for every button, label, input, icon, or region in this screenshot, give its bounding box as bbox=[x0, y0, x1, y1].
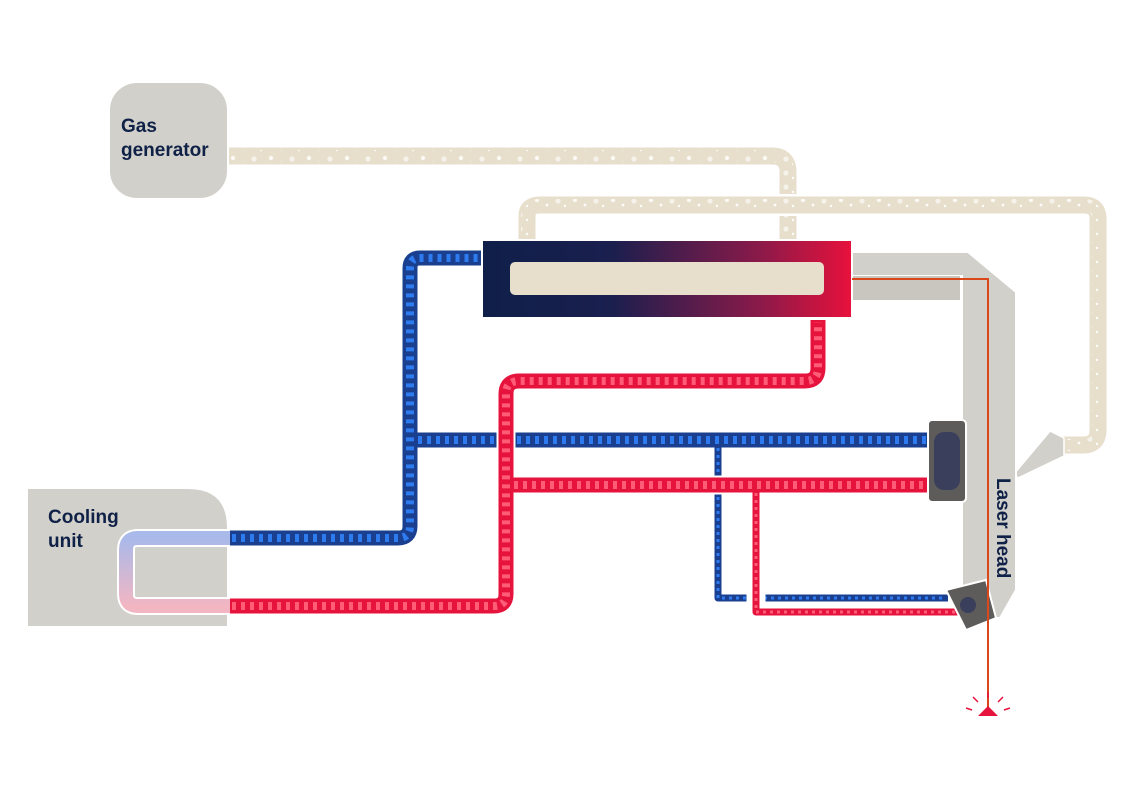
beam-splash-icon bbox=[965, 692, 1011, 716]
mirror-block-lower bbox=[944, 578, 998, 632]
cooling-unit-label-text: Cooling unit bbox=[48, 507, 119, 552]
gas-generator-label: Gas generator bbox=[121, 115, 209, 163]
gas-generator-label-text: Gas generator bbox=[121, 116, 209, 161]
gas-nozzle bbox=[1013, 430, 1065, 479]
laser-head-label-text: Laser head bbox=[992, 478, 1013, 579]
laser-head-label: Laser head bbox=[990, 478, 1014, 578]
laser-beam bbox=[852, 278, 989, 712]
gas-generator-block bbox=[108, 81, 229, 200]
cooling-unit-label: Cooling unit bbox=[48, 506, 119, 554]
hot-pipes bbox=[230, 320, 958, 622]
mirror-block-upper bbox=[927, 419, 967, 503]
cooling-unit-block bbox=[26, 487, 230, 628]
gas-pipes bbox=[228, 145, 1109, 479]
laser-resonator bbox=[481, 239, 853, 319]
